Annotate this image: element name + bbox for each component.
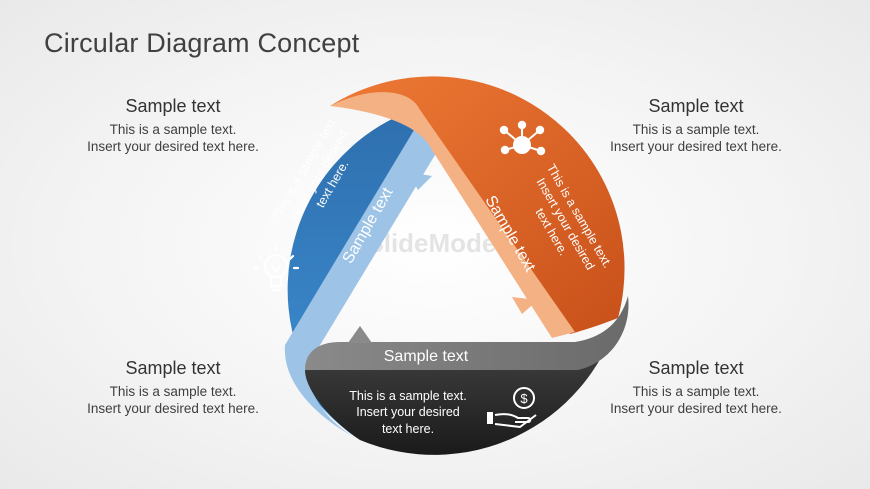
segment-text-dark: This is a sample text. Insert your desir… (349, 389, 466, 436)
ribbon-gray (305, 296, 629, 370)
block-line: Insert your desired text here. (87, 401, 259, 416)
block-line: This is a sample text. (109, 122, 237, 137)
block-line: This is a sample text. (109, 384, 237, 399)
block-heading: Sample text (648, 96, 744, 116)
block-line: Insert your desired text here. (87, 139, 259, 154)
block-line: Insert your desired text here. (610, 401, 782, 416)
block-line: This is a sample text. (632, 122, 760, 137)
segment-orange (330, 76, 625, 335)
block-heading: Sample text (125, 96, 221, 116)
svg-text:$: $ (520, 391, 528, 406)
ribbon-label-dark: Sample text (384, 348, 469, 365)
ribbon-orange-arrow (512, 297, 538, 314)
ribbon-blue-arrow (408, 172, 432, 190)
segment-dark (305, 318, 618, 455)
segment-line: text here. (382, 422, 434, 436)
money-hand-icon: $ (487, 387, 537, 429)
watermark: SlideModel (366, 228, 503, 258)
ribbon-gray-arrow (348, 326, 372, 343)
text-block-bottom-left: Sample text This is a sample text. Inser… (58, 358, 288, 417)
segment-line: This is a sample text. (349, 389, 466, 403)
block-heading: Sample text (125, 358, 221, 378)
text-block-top-left: Sample text This is a sample text. Inser… (58, 96, 288, 155)
ribbon-orange-light (330, 92, 575, 338)
block-heading: Sample text (648, 358, 744, 378)
lightbulb-icon (252, 245, 300, 292)
ribbon-blue-light (284, 120, 438, 440)
text-block-bottom-right: Sample text This is a sample text. Inser… (581, 358, 811, 417)
block-line: This is a sample text. (632, 384, 760, 399)
segment-blue (287, 108, 420, 440)
block-line: Insert your desired text here. (610, 139, 782, 154)
network-icon (499, 120, 546, 156)
page-title: Circular Diagram Concept (44, 28, 360, 58)
segment-line: Insert your desired (356, 405, 460, 419)
text-block-top-right: Sample text This is a sample text. Inser… (581, 96, 811, 155)
